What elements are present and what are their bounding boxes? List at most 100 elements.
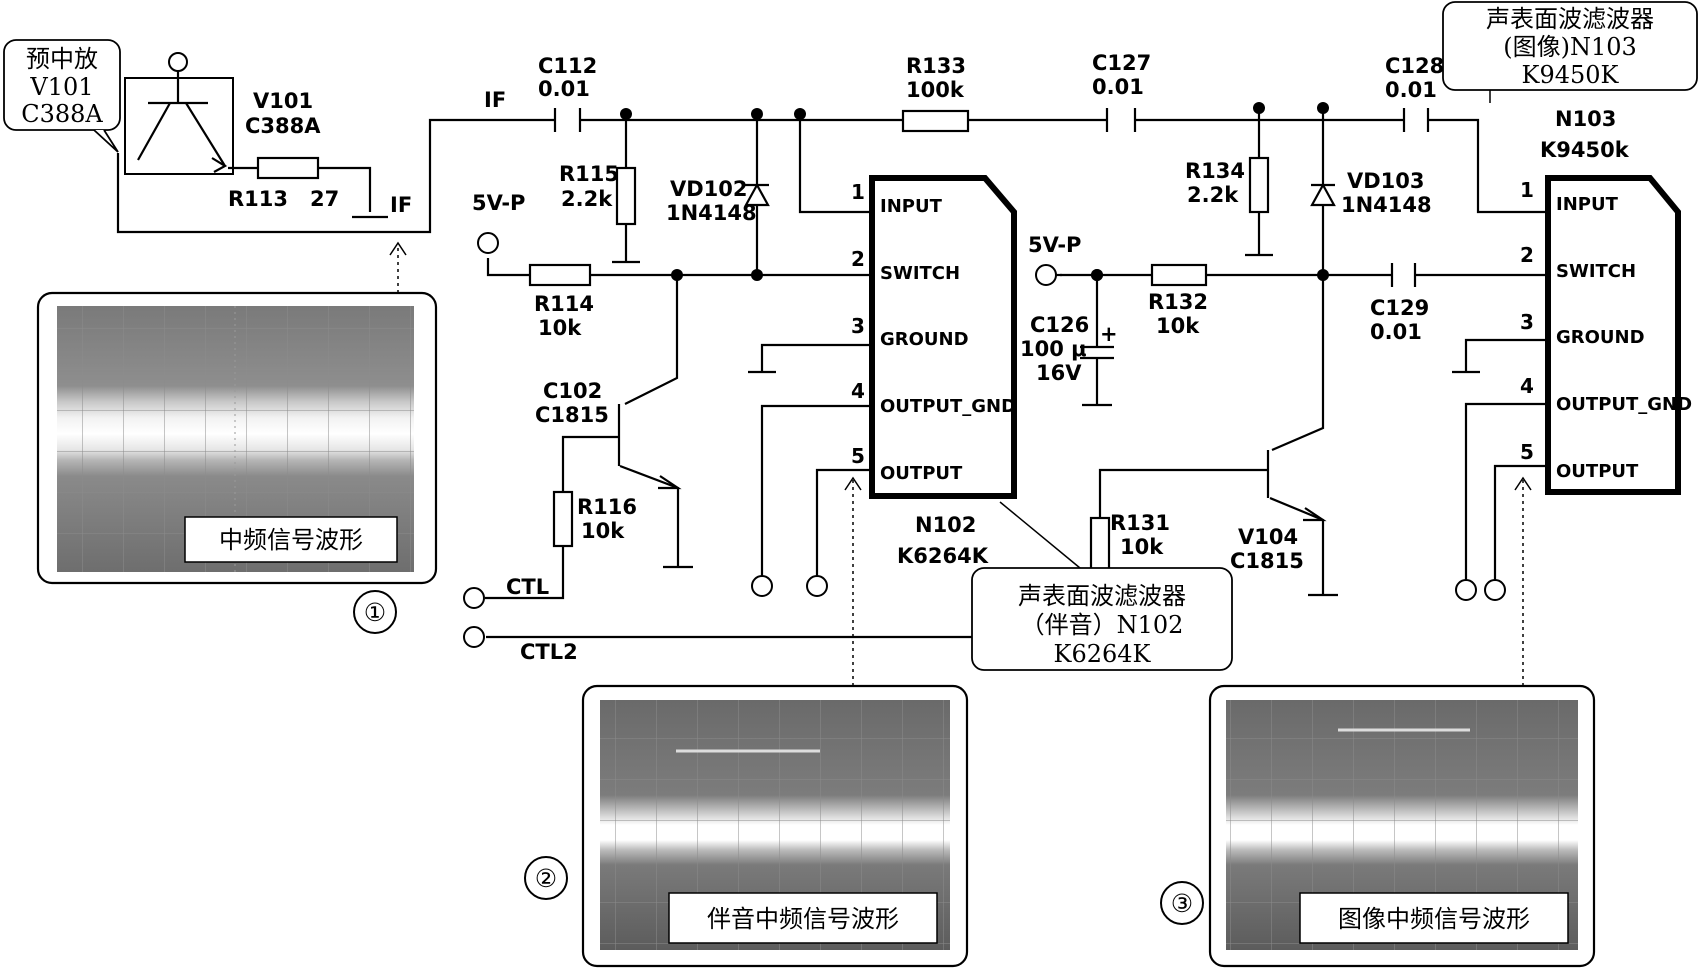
- ctl2-terminal: [463, 626, 485, 648]
- svg-text:3: 3: [851, 314, 865, 338]
- callout-preamp: 预中放 V101 C388A: [3, 39, 121, 153]
- svg-text:C102: C102: [543, 379, 602, 403]
- svg-text:R113: R113: [228, 187, 288, 211]
- svg-text:10k: 10k: [1120, 535, 1164, 559]
- n102-pin1-label: INPUT: [880, 196, 943, 217]
- ctl-terminal: [463, 587, 485, 609]
- svg-text:CTL2: CTL2: [520, 640, 578, 664]
- svg-text:2: 2: [1520, 243, 1534, 267]
- svg-text:100 μ: 100 μ: [1020, 337, 1087, 361]
- waveform-panel-1: 中频信号波形: [36, 291, 438, 585]
- svg-text:27: 27: [310, 187, 339, 211]
- svg-text:5: 5: [851, 444, 865, 468]
- preamp-v101: [124, 52, 320, 180]
- svg-text:V101: V101: [29, 73, 93, 101]
- svg-text:声表面波滤波器: 声表面波滤波器: [1018, 582, 1186, 610]
- n103-name: N103: [1555, 107, 1616, 131]
- n102-part: K6264K: [897, 544, 989, 568]
- callout-saw-picture: 声表面波滤波器 (图像)N103 K9450K: [1442, 1, 1698, 91]
- svg-text:V104: V104: [1238, 525, 1298, 549]
- marker-2: ②: [524, 856, 568, 900]
- resistor-r132: [1150, 263, 1208, 287]
- svg-text:10k: 10k: [581, 519, 625, 543]
- svg-text:100k: 100k: [906, 78, 965, 102]
- svg-text:C127: C127: [1092, 51, 1151, 75]
- n103-part: K9450k: [1540, 138, 1630, 162]
- waveform-panel-2: 伴音中频信号波形: [581, 684, 969, 968]
- svg-text:0.01: 0.01: [1385, 78, 1437, 102]
- component-labels: V101 C388A R113 27 IF IF C112 0.01 R115 …: [228, 51, 1444, 664]
- svg-text:2.2k: 2.2k: [561, 187, 613, 211]
- svg-text:R132: R132: [1148, 290, 1208, 314]
- svg-text:V101: V101: [253, 89, 313, 113]
- svg-text:IF: IF: [390, 193, 412, 217]
- svg-text:C128: C128: [1385, 54, 1444, 78]
- waveform-caption-2: 伴音中频信号波形: [707, 905, 899, 933]
- svg-text:③: ③: [1171, 889, 1193, 918]
- diode-vd102: [744, 182, 770, 207]
- n102-pin4-label: OUTPUT_GND: [880, 396, 1016, 417]
- waveform-caption-1: 中频信号波形: [219, 526, 363, 554]
- n103-pin4-label: OUTPUT_GND: [1556, 394, 1692, 415]
- resistor-r116: [552, 490, 574, 548]
- n103-pin5-label: OUTPUT: [1556, 461, 1639, 482]
- resistor-r113: [256, 156, 320, 180]
- ic-n102: INPUT SWITCH GROUND OUTPUT_GND OUTPUT 1 …: [851, 175, 1017, 568]
- resistor-r133: [901, 109, 970, 133]
- svg-text:16V: 16V: [1036, 361, 1082, 385]
- n103-pin3-label: GROUND: [1556, 327, 1645, 348]
- svg-text:CTL: CTL: [506, 575, 549, 599]
- n103-pin1-label: INPUT: [1556, 194, 1619, 215]
- n103-output-terminal: [1484, 579, 1506, 601]
- svg-text:C129: C129: [1370, 296, 1429, 320]
- svg-text:K6264K: K6264K: [1054, 640, 1152, 668]
- capacitor-c126: [1080, 345, 1114, 360]
- svg-text:IF: IF: [484, 88, 506, 112]
- svg-text:1: 1: [851, 180, 865, 204]
- svg-text:预中放: 预中放: [26, 45, 98, 73]
- svg-text:5: 5: [1520, 440, 1534, 464]
- capacitor-c128: [1402, 108, 1430, 132]
- transistor-c102: [658, 475, 682, 490]
- svg-text:②: ②: [535, 864, 557, 893]
- resistor-r134: [1248, 156, 1270, 214]
- svg-text:5V-P: 5V-P: [472, 191, 525, 215]
- svg-text:R116: R116: [577, 495, 637, 519]
- svg-text:C388A: C388A: [21, 100, 103, 128]
- resistor-r114: [528, 263, 592, 287]
- svg-text:K9450K: K9450K: [1522, 61, 1620, 89]
- svg-text:VD103: VD103: [1347, 169, 1425, 193]
- svg-text:R134: R134: [1185, 159, 1245, 183]
- svg-text:1: 1: [1520, 178, 1534, 202]
- svg-text:C112: C112: [538, 54, 597, 78]
- n102-output-gnd-terminal: [751, 575, 773, 597]
- supply-terminal-mid: [1035, 264, 1057, 286]
- n102-pin3-label: GROUND: [880, 329, 969, 350]
- resistor-r115: [615, 166, 637, 226]
- marker-1: ①: [353, 590, 397, 634]
- svg-text:0.01: 0.01: [1092, 75, 1144, 99]
- n102-pin2-label: SWITCH: [880, 263, 960, 284]
- ic-n103: INPUT SWITCH GROUND OUTPUT_GND OUTPUT 1 …: [1520, 107, 1692, 495]
- n102-pin5-label: OUTPUT: [880, 463, 963, 484]
- capacitor-c112: [553, 108, 582, 132]
- svg-text:3: 3: [1520, 310, 1534, 334]
- svg-text:1N4148: 1N4148: [666, 201, 757, 225]
- svg-text:0.01: 0.01: [1370, 320, 1422, 344]
- svg-text:R115: R115: [559, 162, 619, 186]
- callout-saw-sound: 声表面波滤波器 （伴音）N102 K6264K: [971, 567, 1233, 671]
- svg-text:(图像)N103: (图像)N103: [1503, 33, 1637, 61]
- svg-text:C126: C126: [1030, 313, 1089, 337]
- svg-text:1N4148: 1N4148: [1341, 193, 1432, 217]
- svg-text:5V-P: 5V-P: [1028, 233, 1081, 257]
- svg-text:4: 4: [1520, 374, 1534, 398]
- n103-pin2-label: SWITCH: [1556, 261, 1636, 282]
- n103-output-gnd-terminal: [1455, 579, 1477, 601]
- diode-vd103: [1310, 182, 1336, 207]
- n102-name: N102: [915, 513, 976, 537]
- svg-text:0.01: 0.01: [538, 77, 590, 101]
- svg-text:C1815: C1815: [1230, 549, 1304, 573]
- svg-text:C1815: C1815: [535, 403, 609, 427]
- supply-terminal-left: [477, 232, 499, 254]
- svg-text:R133: R133: [906, 54, 966, 78]
